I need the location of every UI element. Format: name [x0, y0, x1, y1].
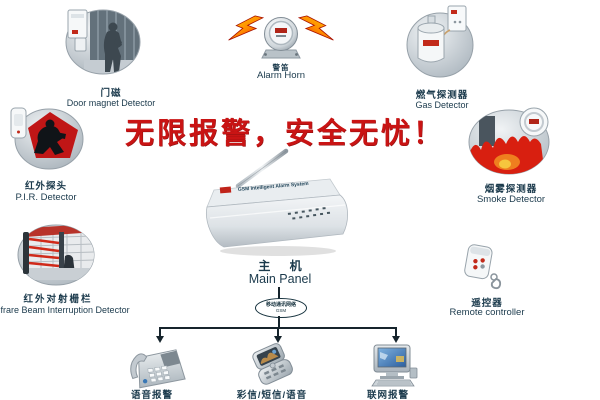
connector-drop-mms [277, 327, 279, 336]
beam-label-en: dInfrare Beam Interruption Detector [0, 305, 130, 315]
gsm-network-node: 移动通讯网络 GSM [255, 298, 307, 318]
speech-alarm-label-zh: 语音报警 [130, 390, 174, 400]
remote-controller-photo-icon [458, 244, 512, 290]
mms-label-zh: 彩信/短信/语音 [236, 390, 308, 400]
computer-icon [366, 344, 420, 388]
arrow-network-icon [392, 336, 400, 343]
main-panel-label-zh: 主 机 [258, 259, 310, 273]
remote-clasp [490, 273, 502, 290]
smoke-detector-photo-icon [467, 106, 553, 176]
door-magnet-photo-icon [64, 8, 142, 76]
remote-label-en: Remote controller [449, 307, 525, 318]
gas-detector-label-zh: 燃气探测器 [415, 90, 469, 101]
door-magnet-device [67, 9, 88, 52]
pir-device [10, 107, 27, 139]
siren-body [261, 17, 301, 59]
smoke-label-en: Smoke Detector [476, 194, 546, 205]
connector-drop-speech [159, 327, 161, 336]
door-magnet-label-en: Door magnet Detector [66, 98, 156, 108]
alarm-horn-label-zh: 警笛 [272, 63, 290, 72]
smoke-label-zh: 烟雾探测器 [484, 184, 538, 195]
remote-body [464, 244, 493, 280]
alarm-horn-label-en: Alarm Horn [256, 70, 306, 81]
panel-antenna [235, 148, 289, 189]
panel-leds [287, 207, 331, 220]
thief-silhouette [34, 119, 66, 155]
network-alarm-label-zh: 联网报警 [366, 390, 410, 400]
connector-gsm-down [278, 316, 280, 327]
alarm-horn-icon [228, 8, 334, 60]
beam-detector-photo-icon [15, 222, 97, 288]
connector-panel-to-gsm [278, 287, 280, 299]
main-panel-label-en: Main Panel [248, 272, 312, 286]
gas-cylinder [417, 15, 445, 63]
gsm-node-label-en: GSM [275, 308, 287, 313]
keyboard [371, 379, 415, 387]
lightning-right-icon [297, 15, 334, 41]
connector-drop-network [395, 327, 397, 336]
beam-post [23, 232, 60, 274]
remote-label-zh: 遥控器 [471, 298, 503, 309]
beam-label-zh: 红外对射栅栏 [23, 294, 93, 305]
arrow-speech-icon [156, 336, 164, 343]
telephone-icon [126, 342, 188, 390]
gsm-node-label-zh: 移动通讯网络 [265, 302, 296, 308]
slogan-text: 无限报警，安全无忧！ [124, 116, 446, 150]
lightning-left-icon [228, 15, 265, 41]
arrow-mms-icon [274, 336, 282, 343]
gas-detector-photo-icon [406, 4, 476, 78]
pir-label-en: P.I.R. Detector [15, 192, 77, 203]
main-panel-photo-icon: GSM Intelligent Alarm System [200, 148, 356, 260]
pir-detector-photo-icon [10, 106, 84, 172]
mobile-phone-icon [248, 342, 300, 390]
pir-label-zh: 红外探头 [24, 181, 68, 192]
gas-detector-label-en: Gas Detector [415, 100, 469, 110]
door-magnet-label-zh: 门磁 [100, 88, 122, 99]
smoke-detector-device [519, 107, 549, 137]
